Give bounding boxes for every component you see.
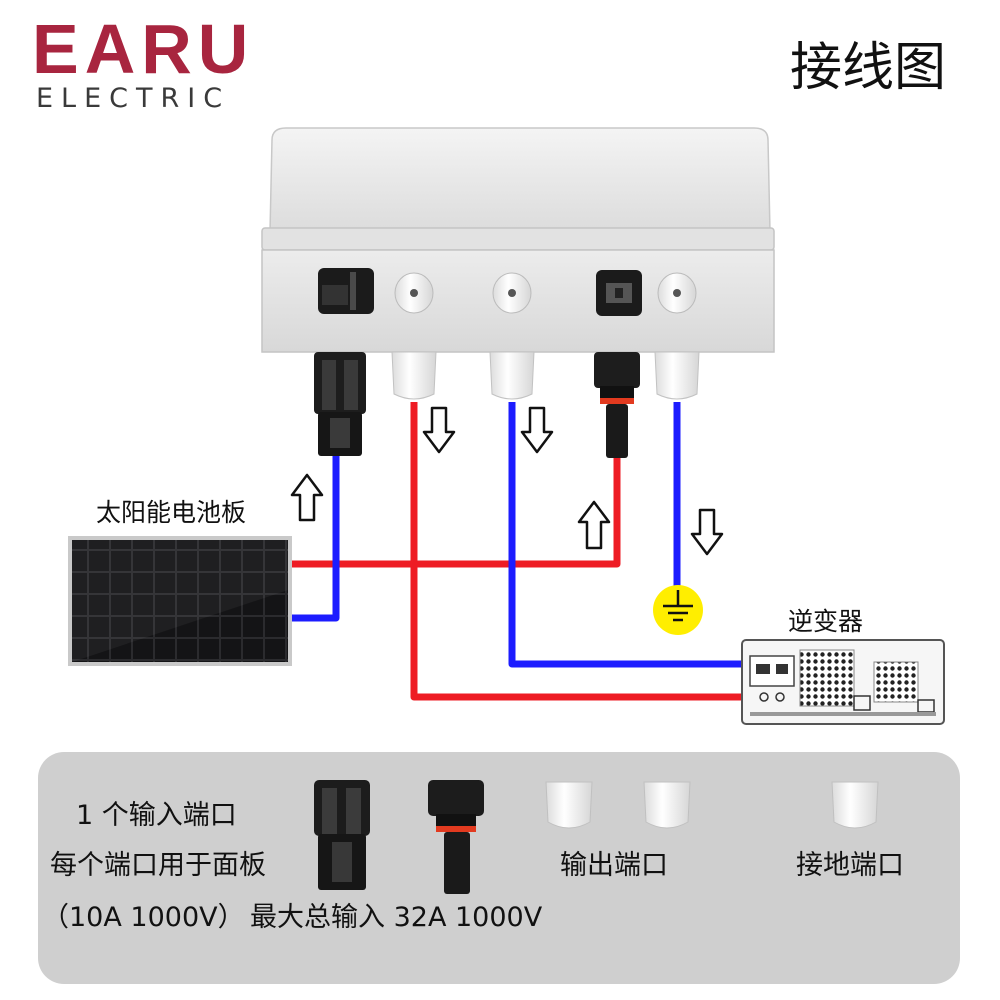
cable-gland-icon [391, 351, 437, 400]
mc4-female-connector-icon [428, 780, 484, 894]
solar-panel [68, 536, 292, 666]
cable-gland-icon [545, 781, 593, 829]
legend-input-ports: 1 个输入端口 [76, 800, 237, 831]
combiner-box [261, 127, 775, 353]
mc4-male-connector-icon [318, 268, 374, 314]
ground-symbol-icon [653, 585, 703, 635]
inverter [741, 639, 945, 725]
arrow-up-icon [290, 473, 324, 522]
negative-wire-solar [292, 452, 340, 622]
negative-wire-inverter [508, 402, 748, 668]
cable-gland-icon [643, 781, 691, 829]
page-title: 接线图 [790, 38, 947, 98]
cable-gland-icon [831, 781, 879, 829]
mc4-female-connector-icon [596, 270, 642, 316]
inverter-label: 逆变器 [788, 607, 864, 636]
cable-gland-icon [657, 272, 697, 314]
arrow-down-icon [422, 406, 456, 454]
cable-gland-icon [492, 272, 532, 314]
legend-ground-port: 接地端口 [796, 850, 904, 881]
positive-wire-inverter [410, 402, 748, 701]
legend-per-port: 每个端口用于面板 [50, 850, 266, 881]
brand-logo-subtitle: ELECTRIC [36, 83, 231, 114]
arrow-up-icon [577, 500, 611, 550]
mc4-male-connector-icon [314, 780, 370, 890]
legend-max-total: 最大总输入 32A 1000V [250, 902, 543, 933]
arrow-down-icon [690, 508, 724, 556]
cable-gland-icon [654, 351, 700, 400]
legend-panel: 1 个输入端口 每个端口用于面板 （10A 1000V） 最大总输入 32A 1… [38, 752, 960, 984]
legend-output-ports: 输出端口 [560, 850, 668, 881]
brand-logo: EARU [32, 10, 255, 88]
arrow-down-icon [520, 406, 554, 454]
cable-gland-icon [394, 272, 434, 314]
mc4-male-connector-icon [314, 352, 366, 456]
cable-gland-icon [489, 351, 535, 400]
positive-wire-solar [292, 458, 621, 568]
legend-rating-per-port: （10A 1000V） [42, 902, 245, 933]
mc4-female-connector-icon [594, 352, 640, 458]
solar-panel-label: 太阳能电池板 [96, 498, 247, 527]
